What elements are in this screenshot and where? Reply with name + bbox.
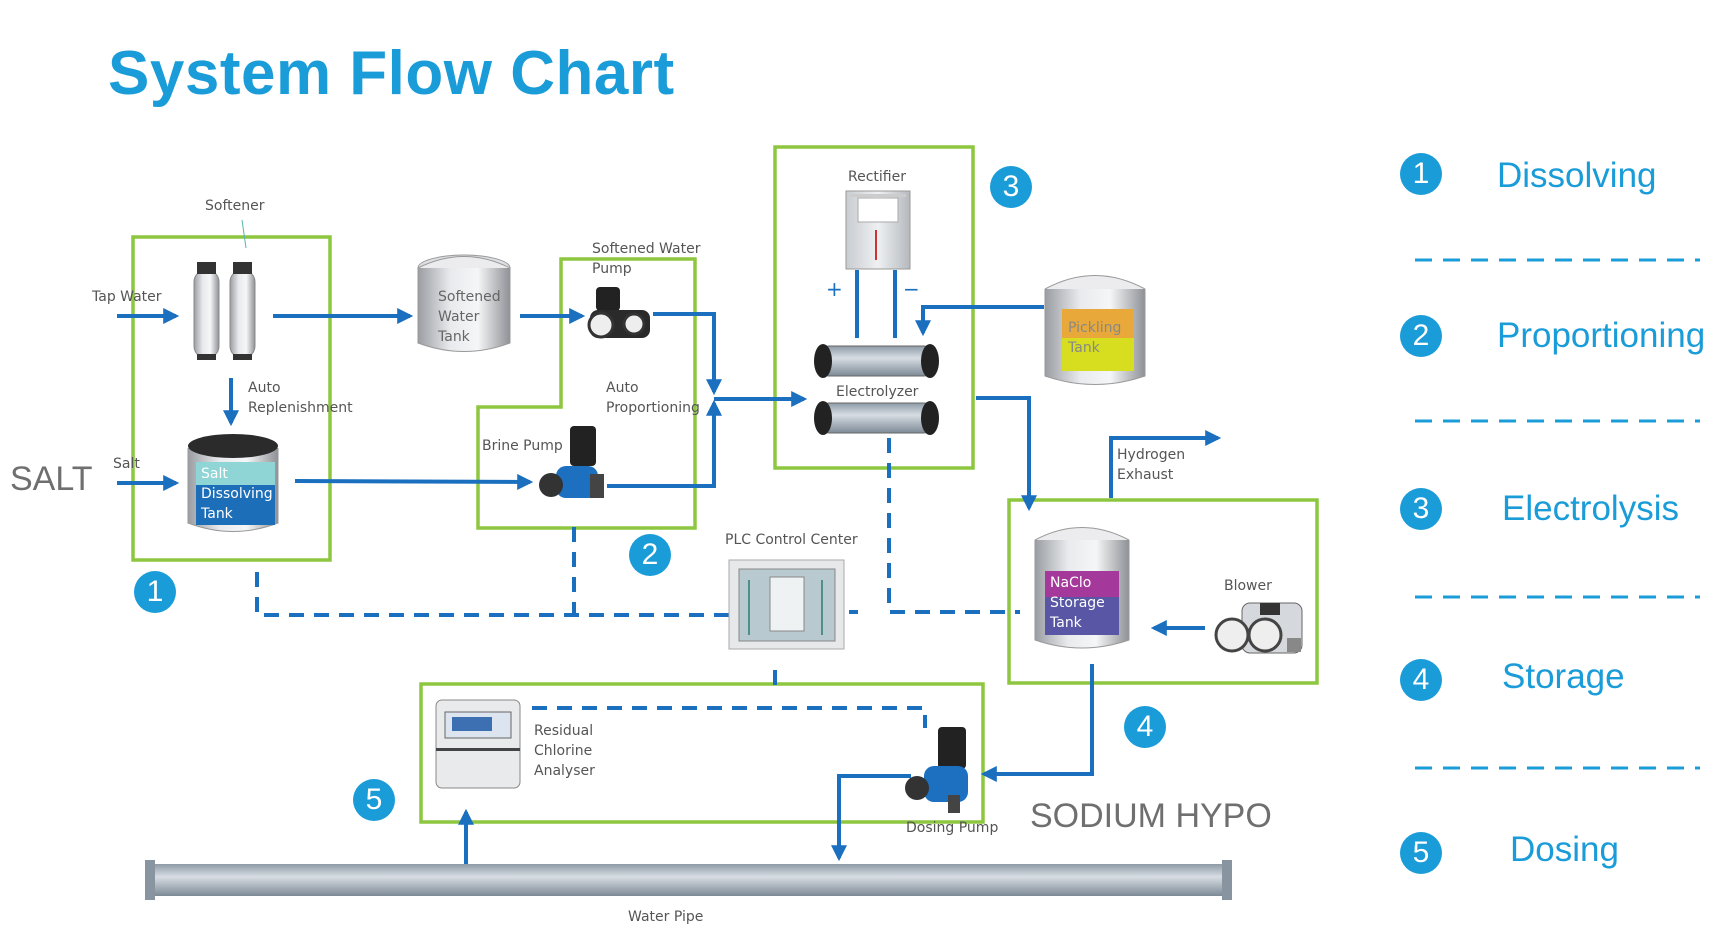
- sw-pump-line1: Softened Water: [592, 241, 701, 257]
- salt-input-label: Salt: [113, 456, 140, 472]
- minus-label: −: [903, 277, 920, 301]
- auto-replenishment-label: Auto Replenishment: [248, 378, 353, 418]
- softened-tank-icon: [417, 254, 511, 352]
- naclo-tank-icon: [1034, 527, 1130, 649]
- stage-4-box: [1007, 498, 1319, 685]
- stage-1-box: [131, 235, 332, 562]
- stage-2-box: [476, 257, 697, 530]
- rectifier-icon: [845, 190, 911, 270]
- hydrogen-exhaust-label: Hydrogen Exhaust: [1117, 445, 1185, 485]
- salt-big-label: SALT: [10, 460, 93, 498]
- salt-tank-line3: Tank: [201, 506, 233, 522]
- auto-prop-line2: Proportioning: [606, 400, 700, 416]
- hydrogen-line1: Hydrogen: [1117, 447, 1186, 463]
- naclo-line1: NaClo: [1050, 575, 1092, 591]
- plus-label: +: [826, 277, 843, 301]
- flow-lines: [117, 270, 1222, 864]
- legend-badge-5: 5: [1400, 832, 1442, 874]
- pickling-line1: Pickling: [1068, 320, 1122, 336]
- softened-tank-line3: Tank: [438, 329, 470, 345]
- dosing-pump-icon: [905, 727, 968, 813]
- blower-icon: [1214, 602, 1303, 654]
- naclo-tank-label: NaClo Storage Tank: [1050, 573, 1105, 633]
- hydrogen-line2: Exhaust: [1117, 467, 1174, 483]
- legend-badge-1: 1: [1400, 153, 1442, 195]
- water-pipe-label: Water Pipe: [628, 909, 704, 925]
- plc-label: PLC Control Center: [725, 532, 858, 548]
- auto-replenishment-line2: Replenishment: [248, 400, 353, 416]
- electrolyzer-label: Electrolyzer: [836, 384, 919, 400]
- softened-water-pump-icon: [587, 287, 650, 339]
- naclo-line2: Storage: [1050, 595, 1105, 611]
- stage-5-box: [419, 682, 985, 824]
- brine-pump-icon: [539, 426, 604, 498]
- stage-badge-2: 2: [629, 534, 671, 576]
- analyser-label: Residual Chlorine Analyser: [534, 721, 595, 781]
- sodium-hypo-label: SODIUM HYPO: [1030, 797, 1272, 835]
- sw-pump-line2: Pump: [592, 261, 632, 277]
- legend-label-5: Dosing: [1510, 830, 1619, 869]
- electrolyzer-icon: [814, 344, 939, 435]
- softened-tank-line1: Softened: [438, 289, 501, 305]
- legend-badge-3: 3: [1400, 488, 1442, 530]
- tap-water-label: Tap Water: [92, 289, 162, 305]
- auto-prop-line1: Auto: [606, 380, 639, 396]
- auto-proportioning-label: Auto Proportioning: [606, 378, 700, 418]
- legend-label-4: Storage: [1502, 657, 1625, 696]
- salt-tank-icon: [187, 434, 279, 532]
- softener-label: Softener: [205, 198, 265, 214]
- legend-label-1: Dissolving: [1497, 156, 1657, 195]
- softener-leader: [241, 219, 247, 249]
- analyser-line3: Analyser: [534, 763, 595, 779]
- softener-icon: [193, 262, 256, 360]
- page-title: System Flow Chart: [108, 39, 675, 108]
- legend-separators: [1415, 258, 1700, 770]
- legend-badge-2: 2: [1400, 315, 1442, 357]
- plc-icon: [728, 559, 845, 650]
- blower-label: Blower: [1224, 578, 1272, 594]
- brine-pump-label: Brine Pump: [482, 438, 563, 454]
- legend-label-2: Proportioning: [1497, 316, 1706, 355]
- stage-badge-1: 1: [134, 571, 176, 613]
- legend-label-3: Electrolysis: [1502, 489, 1679, 528]
- pickling-line2: Tank: [1068, 340, 1100, 356]
- pickling-tank-icon: [1044, 275, 1146, 385]
- stage-badge-3: 3: [990, 166, 1032, 208]
- salt-tank-label: Salt Dissolving Tank: [201, 464, 273, 524]
- naclo-line3: Tank: [1050, 615, 1082, 631]
- auto-replenishment-line1: Auto: [248, 380, 281, 396]
- softened-tank-label: Softened Water Tank: [438, 287, 501, 347]
- stage-boxes: [131, 145, 1319, 824]
- analyser-line1: Residual: [534, 723, 594, 739]
- salt-tank-line2: Dissolving: [201, 486, 273, 502]
- rectifier-label: Rectifier: [848, 169, 906, 185]
- softened-water-pump-label: Softened Water Pump: [592, 239, 700, 279]
- legend-badge-4: 4: [1400, 659, 1442, 701]
- analyser-icon: [435, 699, 521, 789]
- stage-badge-4: 4: [1124, 706, 1166, 748]
- analyser-line2: Chlorine: [534, 743, 593, 759]
- softened-tank-line2: Water: [438, 309, 480, 325]
- water-pipe-icon: [145, 860, 1232, 900]
- pickling-tank-label: Pickling Tank: [1068, 318, 1121, 358]
- salt-tank-line1: Salt: [201, 466, 228, 482]
- dosing-pump-label: Dosing Pump: [906, 820, 999, 836]
- stage-badge-5: 5: [353, 779, 395, 821]
